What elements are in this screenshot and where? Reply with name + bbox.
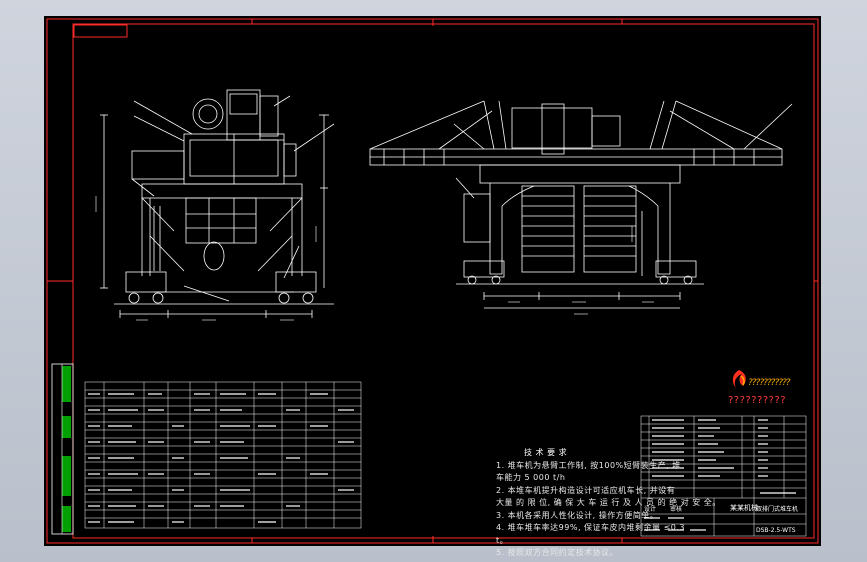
title-drawing-name: 双排门式堆车机	[756, 506, 799, 513]
tech-line: 3. 本机各采用人性化设计, 操作方便简单。	[496, 510, 659, 520]
parts-list-entries	[88, 393, 354, 523]
technical-requirements: 技 术 要 求 1. 堆车机为悬臂工作制, 按100%短臂装生产, 堆 车能力 …	[496, 447, 721, 560]
title-block	[640, 415, 807, 537]
drawing-canvas[interactable]	[44, 16, 821, 546]
tech-line: 4. 堆车堆车率达99%, 保证车皮内堆剩余量 ≤0.3	[496, 523, 686, 532]
title-check: 审核	[670, 506, 683, 513]
tech-line: 5. 按照双方合同约定技术协议。	[496, 548, 619, 557]
tech-line: t。	[496, 535, 509, 545]
logo-text: ??????????	[728, 395, 787, 406]
tech-line: 1. 堆车机为悬臂工作制, 按100%短臂装生产, 堆	[496, 460, 681, 470]
front-elevation-view	[369, 100, 793, 309]
tech-title: 技 术 要 求	[524, 448, 568, 457]
side-elevation-view	[100, 89, 335, 318]
revision-strip	[51, 363, 74, 535]
logo-mark-text: ???????????	[748, 378, 791, 388]
title-company: 某某机械	[730, 504, 758, 512]
drawing-sheet[interactable]: 技 术 要 求 1. 堆车机为悬臂工作制, 按100%短臂装生产, 堆 车能力 …	[44, 16, 821, 557]
tech-line: 2. 本堆车机提升构造设计可适应机车长, 并设有	[496, 485, 676, 495]
tech-line: 车能力 5 000 t/h	[496, 473, 566, 482]
title-block-entries	[644, 419, 796, 531]
dimension-marks	[95, 196, 654, 321]
parts-list-table	[84, 381, 362, 529]
centre-marks	[47, 19, 818, 543]
tech-line: 大量 的 限 位, 确 保 大 车 运 行 及 人 员 的 绝 对 安 全。	[496, 498, 721, 507]
title-drawing-number: DSB-2.5-WTS	[756, 527, 796, 534]
company-logo-icon	[732, 370, 746, 388]
corner-tag	[73, 24, 128, 38]
title-design: 设计	[644, 506, 657, 513]
